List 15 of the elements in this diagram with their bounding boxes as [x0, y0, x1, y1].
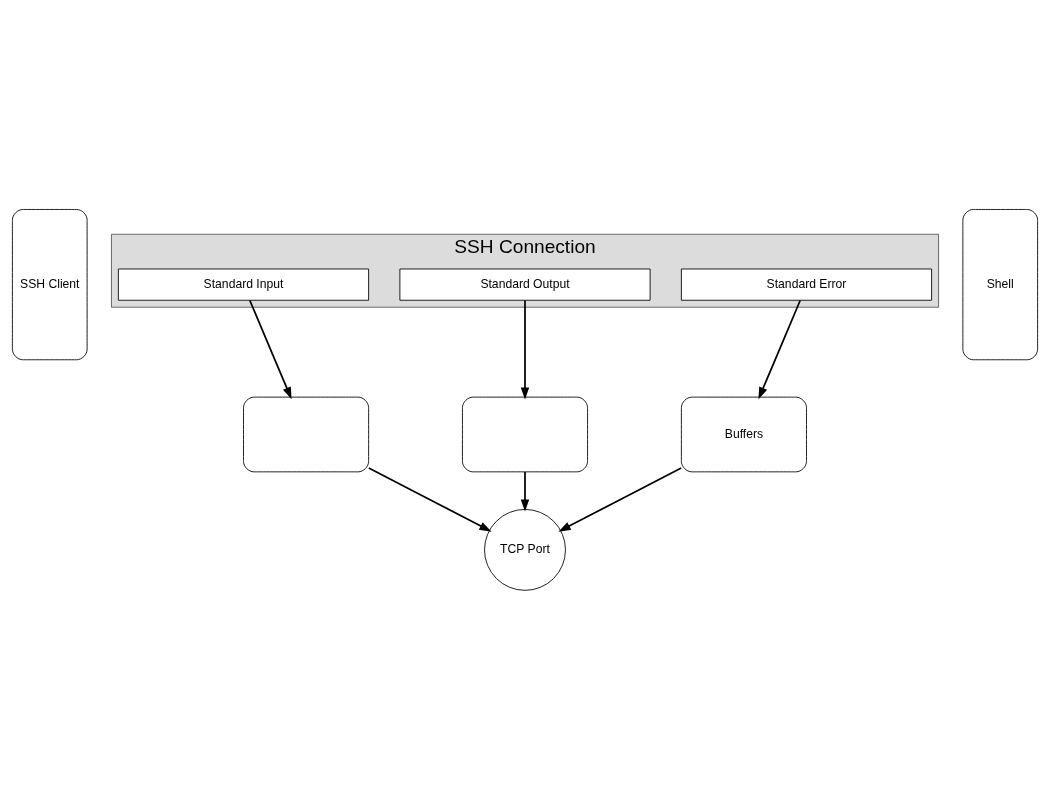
node-box: Buffers [680, 396, 807, 472]
node-box [243, 396, 370, 472]
arrow [367, 466, 492, 532]
node-box: Standard Output [399, 268, 651, 301]
arrow [249, 299, 292, 399]
arrow [758, 299, 801, 399]
arrow [558, 466, 683, 532]
node-box [462, 396, 588, 472]
arrow [520, 299, 530, 400]
node-box: Standard Input [117, 268, 370, 301]
node-circle: TCP Port [484, 508, 566, 591]
arrow [520, 470, 530, 512]
node-box: SSH Client [11, 208, 88, 360]
node-box: Shell [962, 208, 1039, 360]
node-box: Standard Error [680, 268, 933, 301]
